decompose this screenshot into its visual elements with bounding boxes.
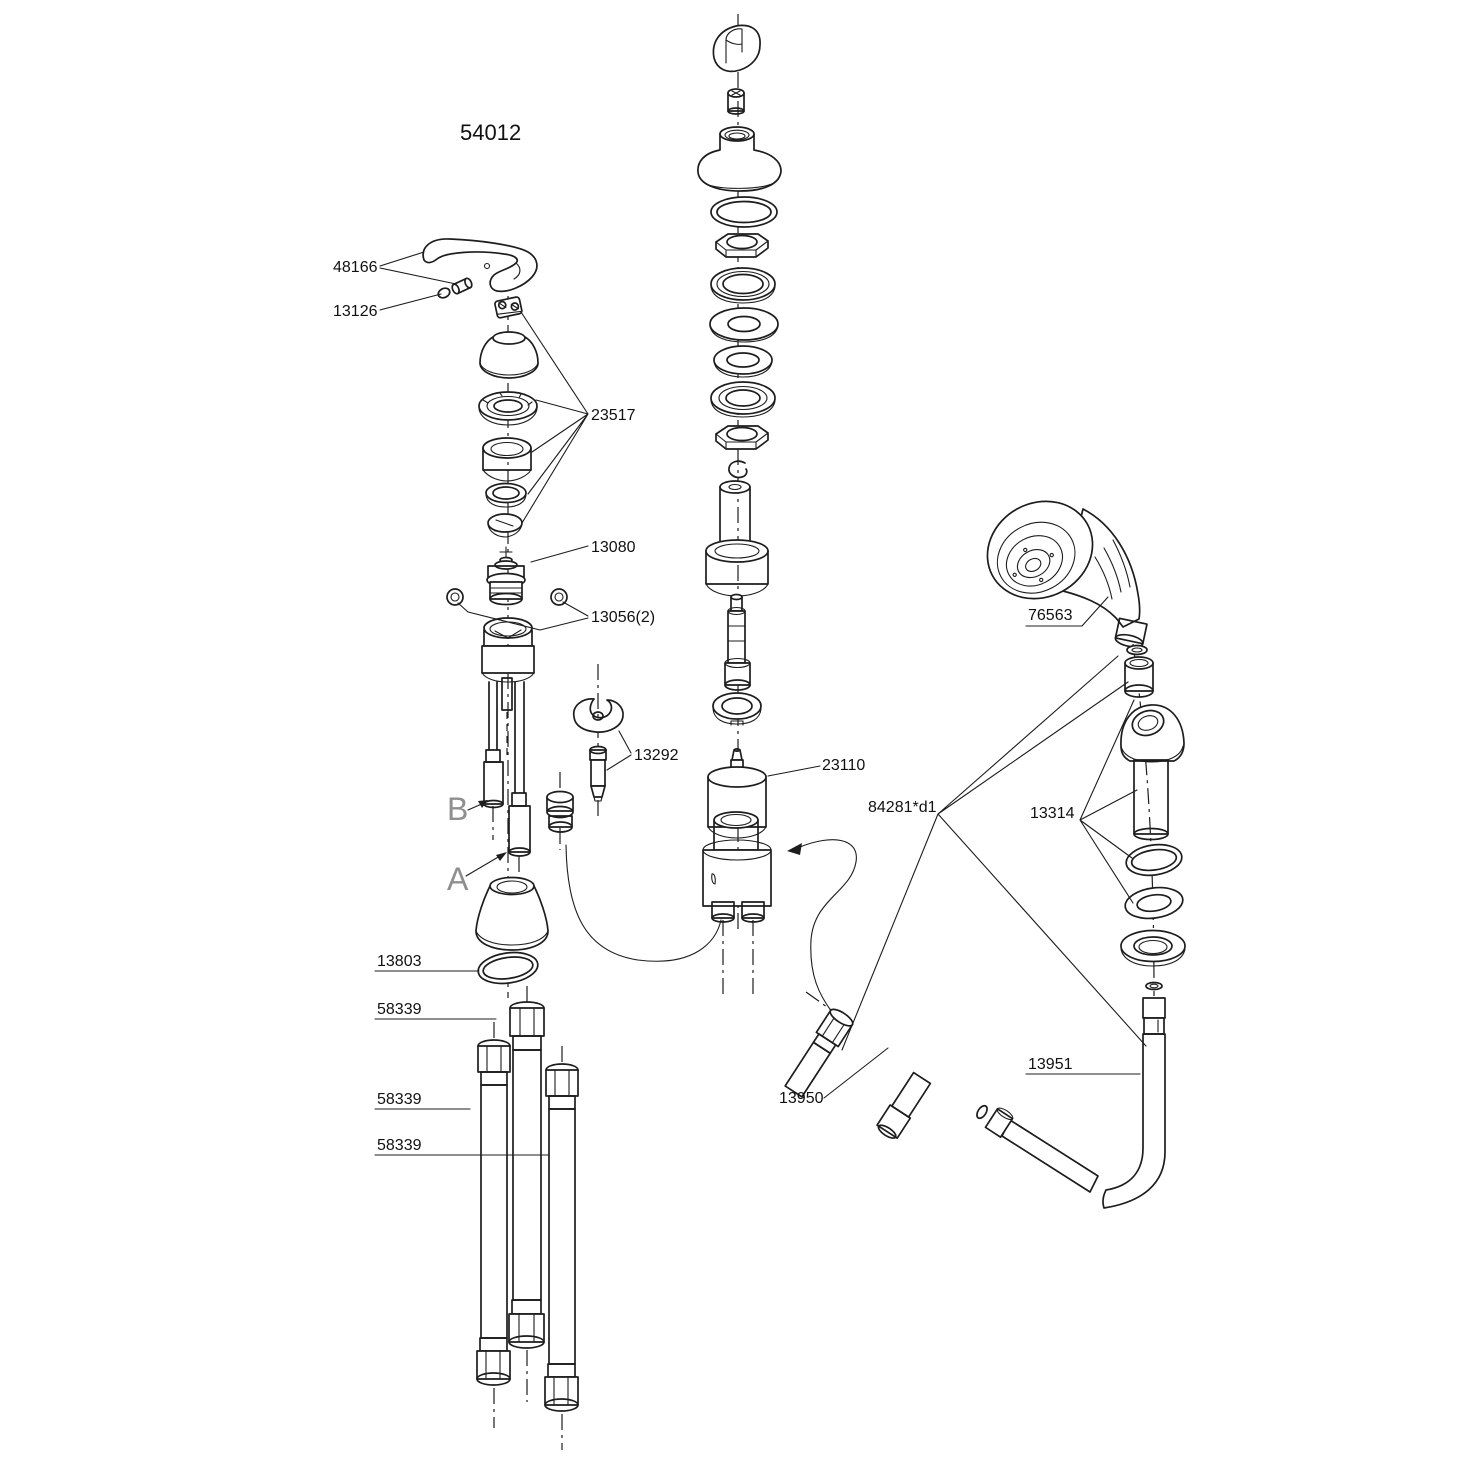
knurled-cap-nut-drawing bbox=[482, 437, 532, 482]
conical-shroud-drawing bbox=[475, 876, 549, 951]
part-label-76563: 76563 bbox=[1028, 607, 1073, 624]
c-clip-drawing bbox=[728, 460, 748, 479]
hose-washer-drawing bbox=[1126, 644, 1148, 656]
part-label-13126: 13126 bbox=[333, 303, 378, 320]
dome-cap-drawing bbox=[479, 331, 539, 379]
part-label-13314: 13314 bbox=[1030, 805, 1075, 822]
cartridge-wrench-13292-drawing bbox=[572, 698, 624, 802]
hex-nut-upper-drawing bbox=[715, 233, 769, 258]
part-label-84281: 84281*d1 bbox=[868, 799, 937, 816]
diverter-trim-column bbox=[565, 24, 857, 1013]
marker-A: A bbox=[447, 861, 469, 897]
lever-handle-drawing bbox=[422, 238, 538, 293]
hose-adapter-drawing bbox=[1124, 656, 1154, 698]
grooved-collar-drawing bbox=[712, 692, 762, 726]
knurled-adapter-drawing bbox=[546, 790, 574, 833]
part-label-13080: 13080 bbox=[591, 539, 636, 556]
slotted-cap-drawing bbox=[487, 513, 523, 538]
marker-B: B bbox=[447, 791, 468, 827]
cartridge-13080-drawing bbox=[486, 546, 526, 606]
hose-routing-curve bbox=[787, 839, 857, 1013]
handle-clamp-drawing bbox=[494, 296, 523, 319]
hand-shower-drawing bbox=[986, 500, 1148, 648]
lug-ring-drawing bbox=[478, 391, 538, 426]
part-label-54012: 54012 bbox=[460, 120, 521, 145]
knob-screw-drawing bbox=[727, 88, 745, 115]
diverter-valve-body-drawing bbox=[702, 811, 772, 923]
handle-spout-column bbox=[422, 238, 624, 1412]
part-label-58339-mid: 58339 bbox=[377, 1091, 422, 1108]
shower-hose-13951-drawing bbox=[1001, 997, 1166, 1209]
diverter-escutcheon-drawing bbox=[697, 126, 782, 192]
handle-plug-button-drawing bbox=[437, 287, 451, 299]
washer-ring-drawing bbox=[485, 482, 527, 508]
ridged-washer-drawing bbox=[710, 267, 776, 304]
ring-drawing bbox=[713, 345, 773, 378]
spindle-drawing bbox=[724, 593, 751, 691]
diverter-hose-13950-drawing bbox=[784, 1008, 1014, 1140]
part-label-13803: 13803 bbox=[377, 953, 422, 970]
screw-13056-left-drawing bbox=[446, 588, 464, 606]
hex-nut-lower-drawing bbox=[715, 425, 769, 450]
spout-body-drawing bbox=[481, 617, 535, 857]
part-label-23517: 23517 bbox=[591, 407, 636, 424]
washer-drawing bbox=[710, 381, 776, 418]
hand-shower-column bbox=[784, 500, 1186, 1209]
mounting-ring-nut-drawing bbox=[1120, 929, 1186, 967]
flat-ring-drawing bbox=[709, 307, 779, 343]
shank-o-ring-drawing bbox=[1125, 843, 1183, 877]
supply-routing-curve bbox=[565, 844, 722, 962]
part-label-48166: 48166 bbox=[333, 259, 378, 276]
hose-guide-escutcheon-drawing bbox=[1120, 704, 1185, 841]
knurled-ring-nut-drawing bbox=[705, 539, 769, 597]
supply-hose-left-drawing bbox=[476, 1039, 511, 1386]
part-label-13056: 13056(2) bbox=[591, 609, 655, 626]
handle-set-screw-drawing bbox=[451, 277, 473, 295]
leader-lines bbox=[374, 251, 1147, 1156]
part-label-13951: 13951 bbox=[1028, 1056, 1073, 1073]
part-label-58339-bot: 58339 bbox=[377, 1137, 422, 1154]
part-label-13292: 13292 bbox=[634, 747, 679, 764]
supply-hose-right-drawing bbox=[544, 1063, 579, 1412]
diverter-knob-drawing bbox=[712, 24, 761, 73]
part-label-23110: 23110 bbox=[822, 757, 865, 774]
part-label-58339-top: 58339 bbox=[377, 1001, 422, 1018]
o-ring-large-drawing bbox=[710, 196, 778, 228]
screw-13056-right-drawing bbox=[550, 588, 568, 606]
part-label-13950: 13950 bbox=[779, 1090, 824, 1107]
supply-hose-middle-drawing bbox=[508, 1001, 545, 1349]
part-labels: 54012 48166 13126 23517 13080 13056(2) 1… bbox=[333, 120, 1075, 1154]
o-ring-13803-drawing bbox=[477, 951, 539, 985]
hose-end-washer-drawing bbox=[1145, 981, 1163, 991]
shank-flat-ring-drawing bbox=[1124, 886, 1184, 920]
